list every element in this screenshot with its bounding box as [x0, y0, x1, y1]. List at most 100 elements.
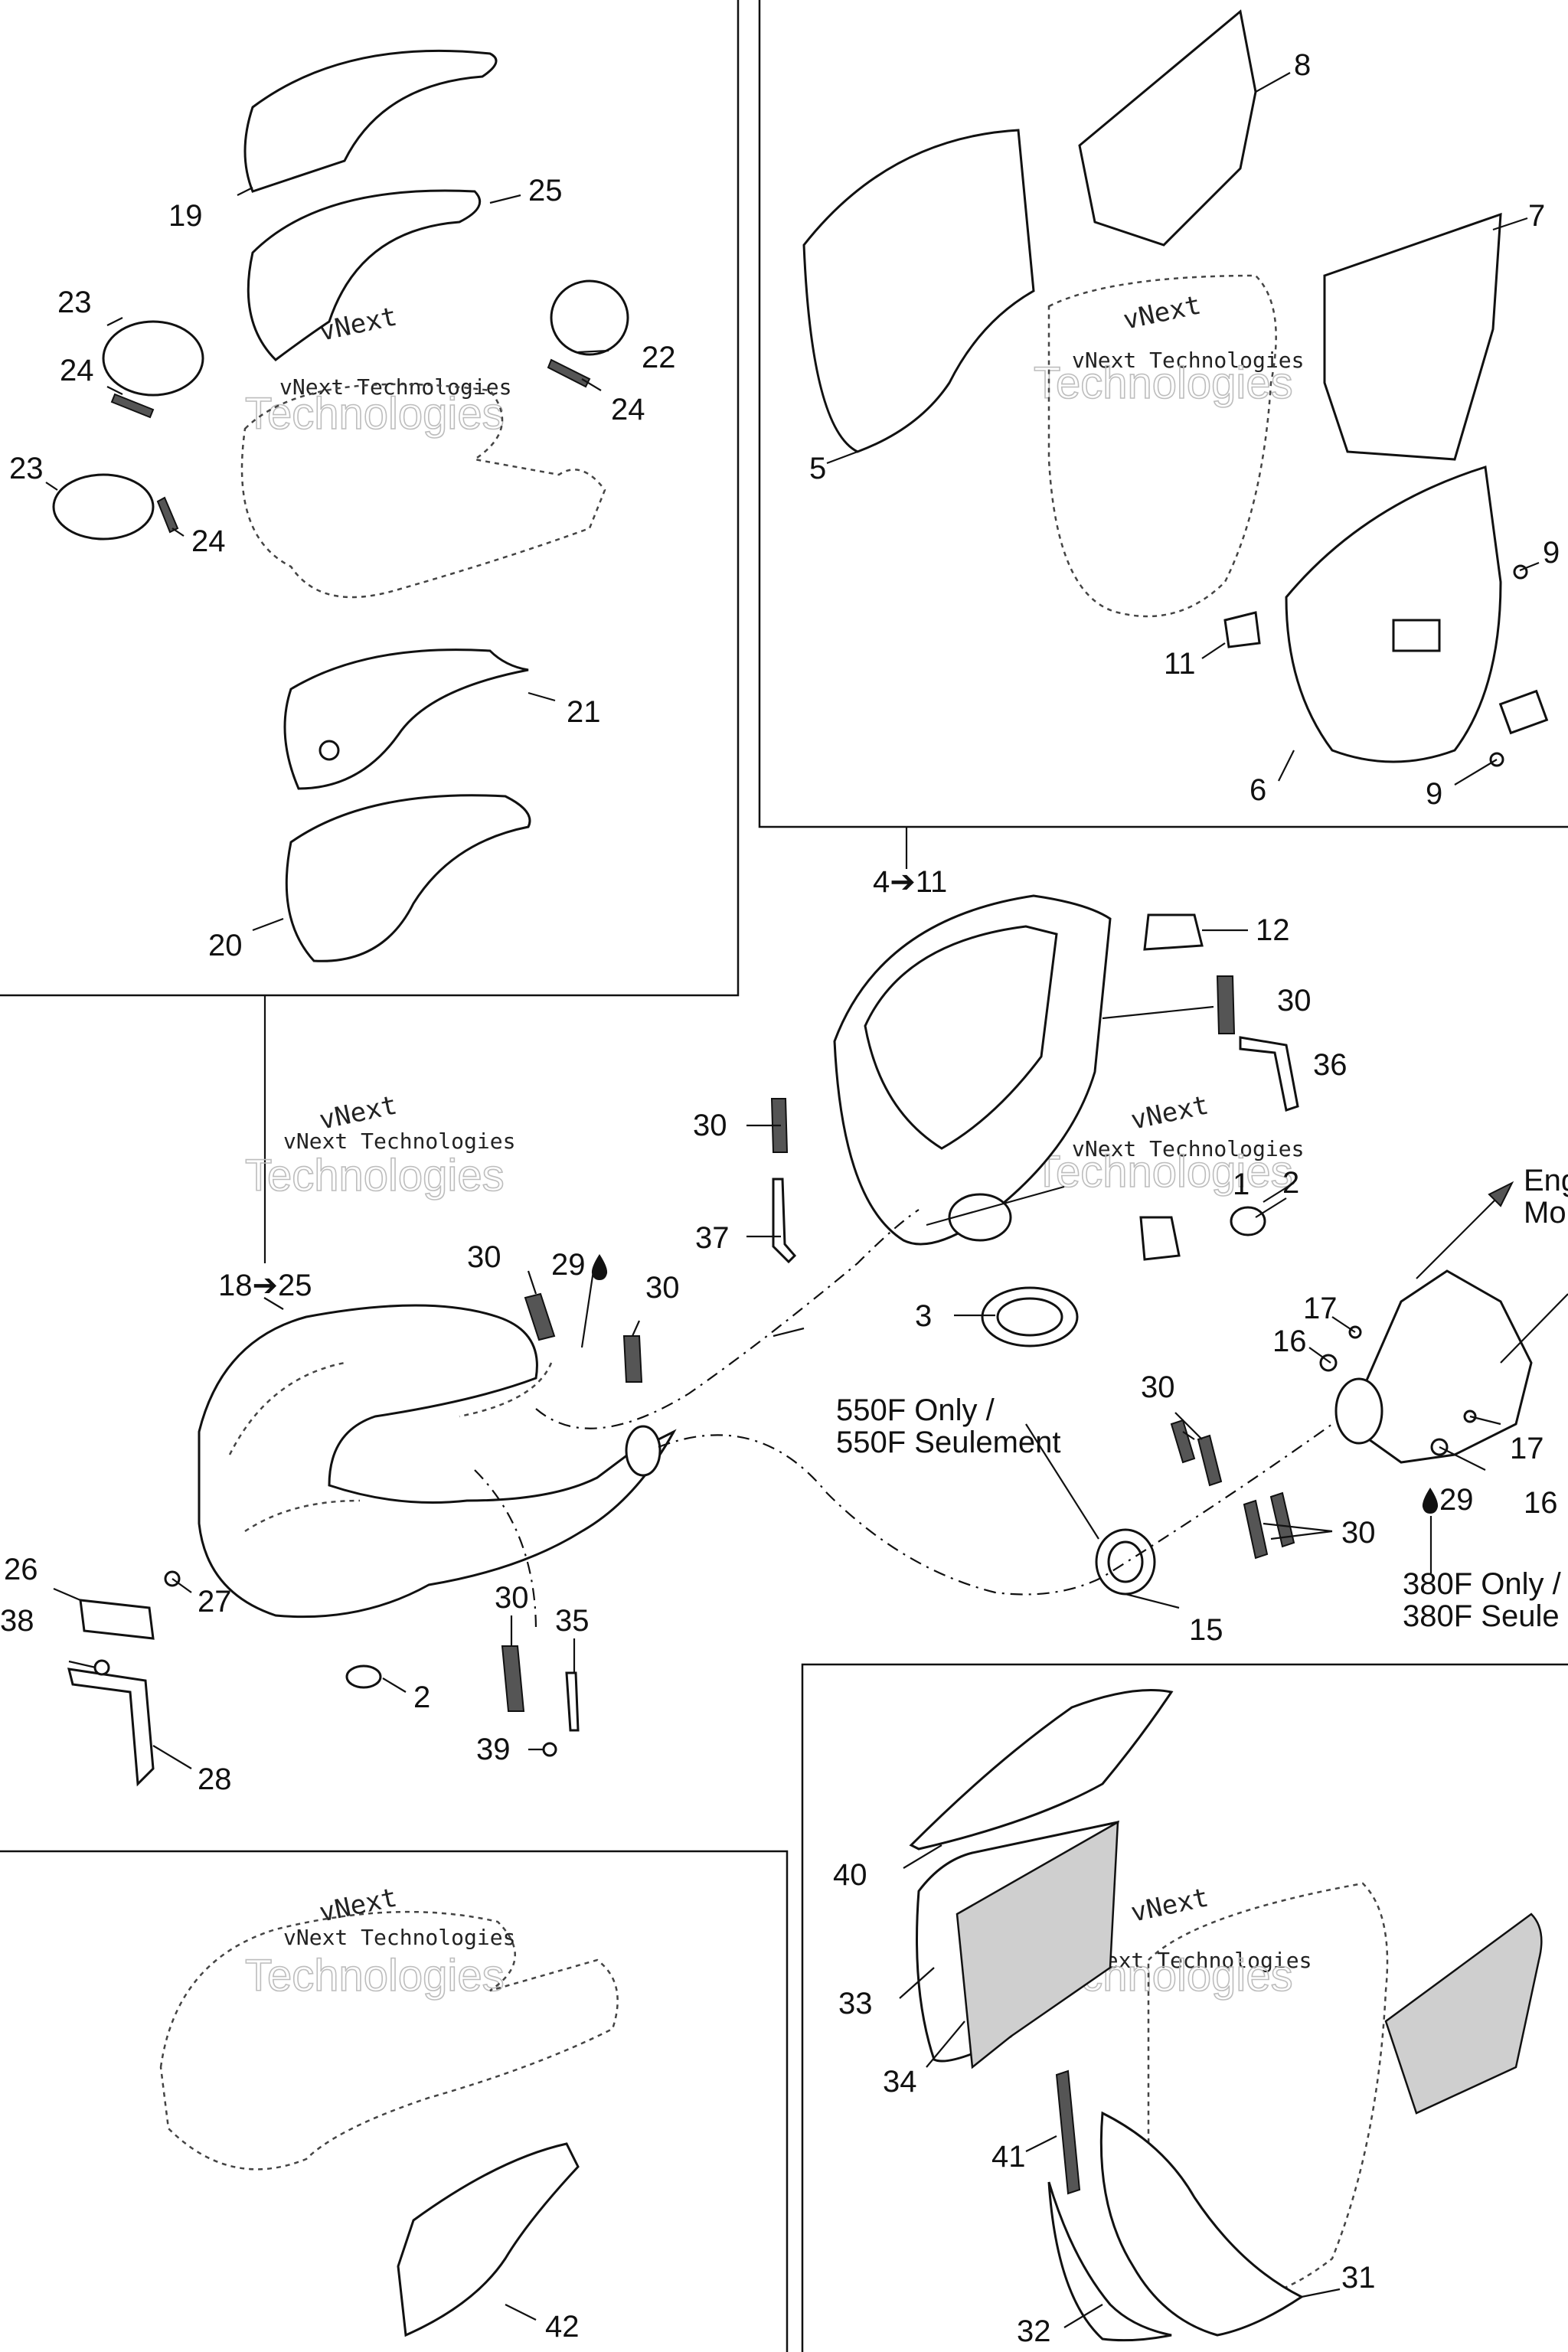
label-18-to-25: 18➔25 [218, 1269, 312, 1302]
part-5-muffler-shield-front [802, 129, 1035, 453]
label-2-muffler: 2 [1282, 1166, 1299, 1200]
part-32-heat-shield-lower [1047, 2181, 1172, 2342]
part-28-bracket [67, 1668, 155, 1787]
muffler-ghost-top-right [1047, 274, 1277, 618]
label-30-center-b: 30 [645, 1271, 680, 1305]
label-16-lower: 16 [1524, 1486, 1558, 1520]
label-12: 12 [1256, 913, 1290, 947]
label-42: 42 [545, 2310, 580, 2344]
oil-drop-icon [591, 1254, 608, 1280]
label-29-pipe: 29 [551, 1248, 586, 1282]
assembly-line-pipe-bracket [474, 1469, 537, 1632]
watermark-top-right: vNext vNext Technologies Technologies [1033, 289, 1304, 408]
note-380f-line1: 380F Only / [1403, 1567, 1562, 1601]
part-21-hole [318, 740, 340, 761]
label-19: 19 [168, 199, 203, 233]
part-19-heat-shield-top [243, 49, 498, 193]
part-6-grommet [1498, 689, 1549, 735]
label-33: 33 [838, 1987, 873, 2020]
label-34: 34 [883, 2065, 917, 2099]
label-32: 32 [1017, 2314, 1051, 2348]
svg-text:vNext: vNext [317, 1882, 400, 1928]
label-28: 28 [198, 1762, 232, 1796]
part-30-spring-pair-lower [1243, 1491, 1295, 1560]
part-7-heat-insulator [1323, 212, 1502, 461]
part-37-bracket [772, 1178, 797, 1264]
label-41: 41 [991, 2140, 1026, 2174]
part-38-nut [93, 1659, 110, 1676]
label-30-bottom: 30 [495, 1581, 529, 1615]
tuned-pipe-ghost-bottom [159, 1910, 619, 2171]
label-9-upper: 9 [1543, 536, 1560, 570]
note-engine-line2: Mo [1524, 1196, 1566, 1230]
label-35: 35 [555, 1604, 590, 1638]
part-3-sealing-ring-inner [996, 1297, 1063, 1337]
label-30-upper: 30 [1277, 984, 1312, 1018]
muffler-inner-panel [864, 925, 1058, 1150]
watermark-middle-left: vNext vNext Technologies Technologies [244, 1089, 515, 1200]
part-24-spring-lower [156, 496, 179, 534]
part-30-spring-center-a [524, 1292, 556, 1341]
label-20: 20 [208, 929, 243, 962]
part-23-clamp-lower [52, 473, 155, 541]
part-24-spring-upper [110, 393, 155, 419]
oil-drop-icon [1422, 1488, 1439, 1514]
part-26-bracket [79, 1599, 155, 1640]
part-22-clamp [550, 279, 629, 356]
label-7: 7 [1528, 199, 1545, 233]
inset-frame-bottom-left [0, 1850, 789, 2352]
label-21: 21 [567, 695, 601, 729]
muffler-side-plate [1384, 1913, 1543, 2115]
label-24-lower: 24 [191, 524, 226, 558]
part-36-bracket [1239, 1036, 1299, 1112]
label-37: 37 [695, 1221, 730, 1255]
label-5: 5 [809, 452, 826, 485]
tuned-pipe-ghost-top [240, 383, 606, 599]
label-30-center-a: 30 [467, 1240, 501, 1274]
part-40-heat-shield [909, 1689, 1174, 1851]
note-550f-line2: 550F Seulement [836, 1426, 1061, 1459]
label-16-upper: 16 [1272, 1325, 1307, 1358]
label-3: 3 [915, 1299, 932, 1333]
svg-text:vNext Technologies: vNext Technologies [283, 1925, 515, 1950]
part-2-mount-stud-lower [345, 1664, 382, 1689]
part-35-bracket [565, 1671, 580, 1732]
part-39-nut [542, 1742, 557, 1757]
label-25: 25 [528, 174, 563, 207]
note-380f-line2: 380F Seule [1403, 1599, 1560, 1633]
part-41-strip [1055, 2069, 1081, 2195]
svg-text:vNext: vNext [1129, 1882, 1211, 1928]
part-30-spring-bottom [501, 1645, 525, 1712]
svg-text:Technologies: Technologies [245, 1151, 505, 1200]
label-15: 15 [1189, 1613, 1223, 1647]
part-15-gasket-inner [1107, 1540, 1144, 1583]
svg-text:vNext Technologies: vNext Technologies [283, 1129, 515, 1154]
tuned-pipe-contour-lines [228, 1361, 553, 1533]
inset-frame-top-left [0, 0, 740, 997]
label-6: 6 [1250, 773, 1266, 807]
assembly-line-pipe-to-manifold [658, 1423, 1333, 1596]
label-1: 1 [1233, 1168, 1250, 1201]
part-11-bracket-clip [1223, 611, 1261, 648]
part-24-spring-right [547, 358, 591, 388]
label-39: 39 [476, 1733, 511, 1766]
label-23-lower: 23 [9, 452, 44, 485]
part-2-mount-stud [1230, 1206, 1266, 1236]
label-4-to-11: 4➔11 [873, 865, 947, 899]
label-36: 36 [1313, 1048, 1348, 1082]
label-17-upper: 17 [1303, 1292, 1338, 1325]
svg-text:vNext Technologies: vNext Technologies [1080, 1948, 1312, 1973]
label-40: 40 [833, 1858, 867, 1892]
label-27: 27 [198, 1585, 232, 1619]
svg-text:Technologies: Technologies [245, 389, 505, 439]
label-24-right: 24 [611, 393, 645, 426]
watermark-top-left: vNext vNext Technologies Technologies [244, 301, 511, 439]
tuned-pipe-outlet [625, 1425, 662, 1477]
leader-lines [45, 72, 1540, 2328]
label-2-pipe: 2 [413, 1681, 430, 1714]
svg-text:vNext Technologies: vNext Technologies [1072, 348, 1304, 373]
arrow-to-engine-mount [1416, 1181, 1568, 1364]
part-6-muffler-shield-rear [1285, 466, 1502, 763]
part-1-rubber-bumper [1139, 1216, 1181, 1261]
